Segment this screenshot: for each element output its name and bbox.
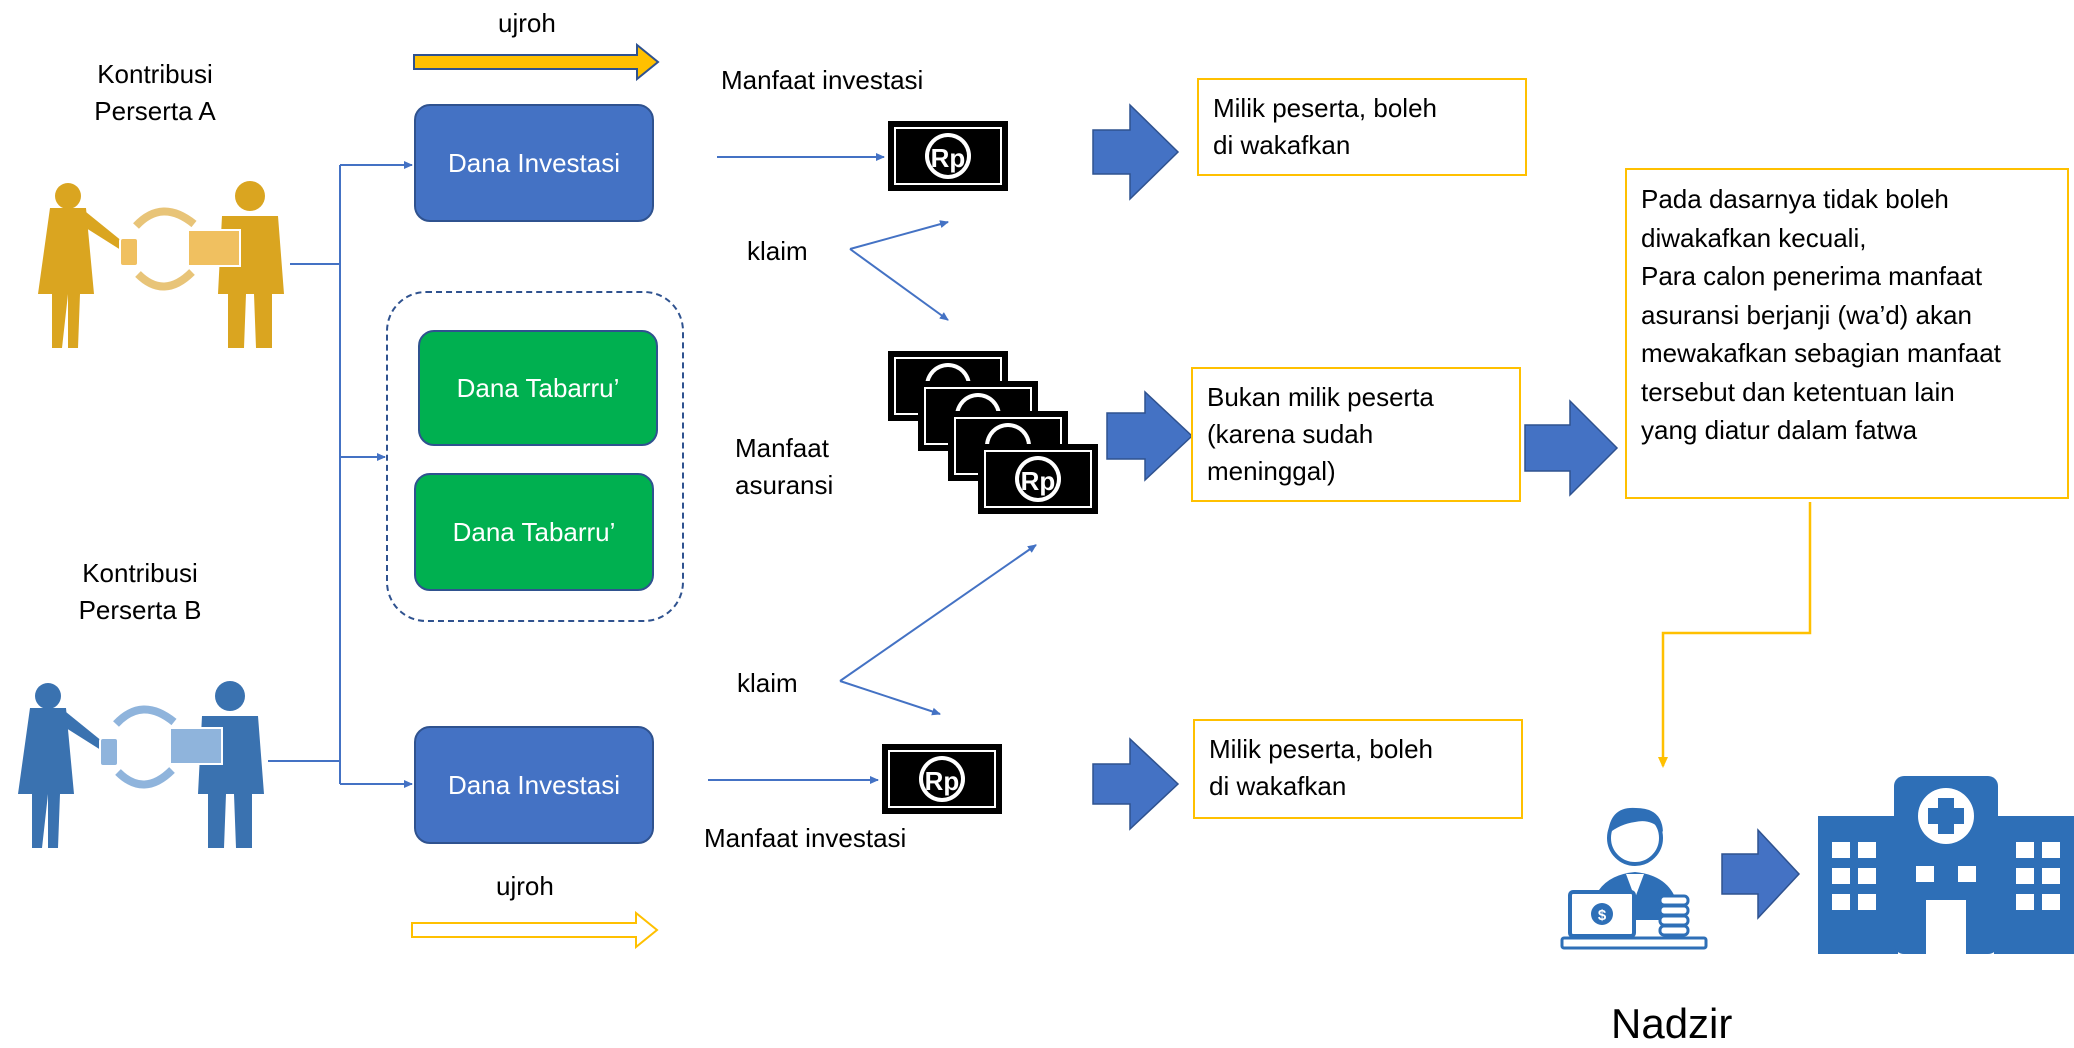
fatwa-line7: yang diatur dalam fatwa bbox=[1641, 415, 1918, 445]
participant-b-label-line2: Perserta B bbox=[78, 595, 202, 625]
manfaat-asuransi-line1: Manfaat bbox=[735, 433, 829, 463]
outcome-middle-line2: (karena sudah bbox=[1207, 419, 1374, 449]
fatwa-line6: tersebut dan ketentuan lain bbox=[1641, 376, 1955, 407]
klaim-fork-top bbox=[849, 220, 949, 321]
outcome-bottom-line1: Milik peserta, boleh bbox=[1209, 734, 1433, 764]
outcome-box-top: Milik peserta, boleh di wakafkan bbox=[1197, 78, 1527, 176]
svg-text:Rp: Rp bbox=[925, 766, 960, 796]
hospital-icon bbox=[1818, 776, 2074, 954]
ujroh-bottom-label: ujroh bbox=[496, 871, 554, 901]
block-arrow-middle bbox=[1106, 390, 1194, 482]
dana-tabarru-2: Dana Tabarru’ bbox=[414, 473, 654, 591]
fatwa-box: Pada dasarnya tidak boleh diwakafkan kec… bbox=[1625, 168, 2069, 499]
block-arrow-to-fatwa bbox=[1524, 399, 1619, 497]
participant-b-label: Kontribusi Perserta B bbox=[55, 555, 225, 629]
banknote-rupiah-icon-top: Rp bbox=[887, 120, 1009, 192]
outcome-middle-line1: Bukan milik peserta bbox=[1207, 382, 1434, 412]
klaim-top-label: klaim bbox=[747, 236, 808, 266]
outcome-top-line1: Milik peserta, boleh bbox=[1213, 93, 1437, 123]
fatwa-line4: asuransi berjanji (wa’d) akan bbox=[1641, 299, 1972, 330]
manfaat-investasi-top-label: Manfaat investasi bbox=[721, 65, 924, 95]
participant-a-label: Kontribusi Perserta A bbox=[70, 56, 240, 130]
ujroh-top-arrow bbox=[413, 42, 660, 82]
fatwa-to-nadzir-connector bbox=[1658, 502, 1812, 768]
banknote-rupiah-icon-bottom: Rp bbox=[881, 743, 1003, 815]
dana-investasi-top: Dana Investasi bbox=[414, 104, 654, 222]
ujroh-top-label: ujroh bbox=[498, 8, 556, 38]
participant-b-transaction-icon bbox=[18, 681, 264, 848]
participant-a-label-line1: Kontribusi bbox=[97, 59, 213, 89]
dana-investasi-bottom: Dana Investasi bbox=[414, 726, 654, 844]
nadzir-person-icon: $ bbox=[1560, 807, 1708, 950]
manfaat-asuransi-line2: asuransi bbox=[735, 470, 834, 500]
outcome-bottom-line2: di wakafkan bbox=[1209, 771, 1347, 801]
klaim-bottom-label: klaim bbox=[737, 668, 798, 698]
banknote-rupiah-icon-stack: Rp bbox=[887, 350, 1099, 515]
svg-text:$: $ bbox=[1598, 907, 1607, 924]
block-arrow-to-hospital bbox=[1721, 828, 1801, 920]
block-arrow-top bbox=[1092, 103, 1180, 201]
manfaat-investasi-bottom-label: Manfaat investasi bbox=[704, 823, 907, 853]
svg-text:Rp: Rp bbox=[931, 143, 966, 173]
dana-tabarru-1: Dana Tabarru’ bbox=[418, 330, 658, 446]
participant-a-label-line2: Perserta A bbox=[94, 96, 216, 126]
participant-b-label-line1: Kontribusi bbox=[82, 558, 198, 588]
outcome-top-line2: di wakafkan bbox=[1213, 130, 1351, 160]
svg-text:Rp: Rp bbox=[1021, 466, 1056, 496]
fatwa-line3: Para calon penerima manfaat bbox=[1641, 261, 1983, 291]
fatwa-line1: Pada dasarnya tidak boleh bbox=[1641, 184, 1949, 214]
block-arrow-bottom bbox=[1092, 737, 1180, 831]
fatwa-line5: mewakafkan sebagian manfaat bbox=[1641, 338, 2001, 368]
participant-a-transaction-icon bbox=[38, 181, 284, 348]
tabarru-group bbox=[386, 291, 684, 622]
outcome-middle-line3: meninggal) bbox=[1207, 456, 1336, 486]
outcome-box-bottom: Milik peserta, boleh di wakafkan bbox=[1193, 719, 1523, 819]
klaim-fork-bottom bbox=[839, 544, 1037, 716]
ujroh-bottom-arrow bbox=[411, 910, 659, 950]
nadzir-label: Nadzir bbox=[1611, 1000, 1733, 1047]
outcome-box-middle: Bukan milik peserta (karena sudah mening… bbox=[1191, 367, 1521, 502]
fatwa-line2: diwakafkan kecuali, bbox=[1641, 222, 1867, 253]
participant-bus bbox=[268, 161, 413, 788]
manfaat-asuransi-label: Manfaat asuransi bbox=[735, 430, 833, 504]
